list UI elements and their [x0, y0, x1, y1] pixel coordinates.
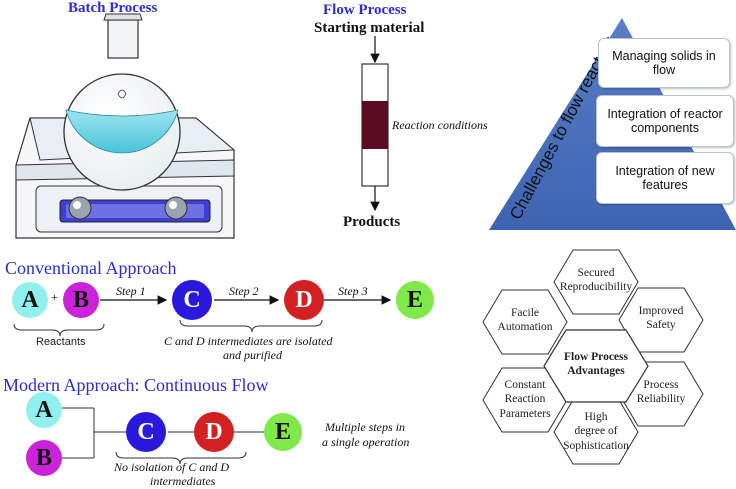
challenge-item-features: Integration of new features	[596, 152, 734, 204]
conventional-node-a: A	[12, 282, 48, 318]
advantage-sophistication: High degree of Sophistication	[554, 410, 638, 453]
step-2-label: Step 2	[229, 284, 259, 298]
modern-connectors	[62, 407, 264, 465]
conventional-node-d: D	[284, 280, 324, 320]
intermediates-note-2: and purified	[223, 348, 282, 362]
advantage-line: High	[584, 411, 608, 423]
challenge-item-label: Integration of reactor components	[607, 107, 723, 135]
hex-center	[543, 329, 649, 403]
advantage-line: Reaction	[504, 393, 546, 406]
conventional-arrows	[13, 295, 392, 337]
hex-automation	[482, 289, 568, 355]
advantage-reproducibility: Secured Reproducibility	[554, 266, 638, 295]
challenge-item-solids: Managing solids in flow	[598, 38, 730, 88]
advantage-reliability: Process Reliability	[619, 378, 703, 407]
advantage-line: Secured	[577, 267, 615, 279]
conventional-node-b: B	[63, 282, 99, 318]
intermediates-note-1: C and D intermediates are isolated	[164, 334, 333, 348]
challenge-item-components: Integration of reactor components	[596, 95, 734, 147]
advantage-line: Sophistication	[563, 439, 629, 452]
advantage-line: Process	[643, 379, 679, 391]
flow-conditions-label: Reaction conditions	[392, 118, 488, 132]
advantage-line: Reproducibility	[559, 281, 633, 294]
reactants-label: Reactants	[36, 336, 86, 348]
modern-node-e: E	[264, 413, 302, 451]
advantage-line: Constant	[504, 379, 546, 391]
multi-steps-1: Multiple steps in	[325, 420, 405, 434]
flow-column	[361, 36, 389, 212]
flow-products-label: Products	[343, 214, 401, 230]
batch-title: Batch Process	[68, 0, 158, 16]
conventional-node-e: E	[396, 281, 434, 319]
advantage-automation: Facile Automation	[483, 306, 567, 335]
flow-start-label: Starting material	[314, 20, 425, 36]
step-3-label: Step 3	[338, 284, 368, 298]
modern-note-2: intermediates	[150, 474, 216, 488]
modern-node-b: B	[26, 440, 62, 476]
advantage-line: Facile	[510, 307, 540, 319]
advantage-line: Improved	[638, 305, 684, 317]
advantage-line: degree of	[574, 425, 618, 438]
advantage-line: Parameters	[499, 407, 551, 420]
flow-title: Flow Process	[323, 2, 407, 18]
conventional-title: Conventional Approach	[5, 258, 177, 278]
advantage-line: Automation	[497, 321, 553, 334]
hex-reproducibility	[553, 249, 639, 315]
hex-safety	[618, 287, 704, 353]
modern-title: Modern Approach: Continuous Flow	[3, 375, 269, 395]
advantage-safety: Improved Safety	[619, 304, 703, 333]
modern-node-c: C	[126, 412, 166, 452]
advantage-hexagons	[482, 249, 704, 465]
challenge-item-label: Integration of new features	[615, 164, 715, 192]
advantage-line: Reliability	[636, 393, 686, 406]
challenge-item-label: Managing solids in flow	[612, 49, 716, 77]
advantages-center-line: Advantages	[567, 365, 625, 378]
advantages-center: Flow Process Advantages	[548, 350, 644, 379]
multi-steps-2: a single operation	[322, 435, 410, 449]
advantages-center-line: Flow Process	[564, 351, 628, 363]
conventional-node-c: C	[172, 280, 212, 320]
advantage-parameters: Constant Reaction Parameters	[483, 378, 567, 421]
modern-node-a: A	[26, 392, 62, 428]
round-bottom-flask	[63, 13, 181, 191]
modern-node-d: D	[194, 412, 234, 452]
step-1-label: Step 1	[116, 284, 146, 298]
modern-note-1: No isolation of C and D	[114, 460, 230, 474]
advantage-line: Safety	[646, 319, 676, 332]
plus-sign: +	[51, 290, 58, 304]
